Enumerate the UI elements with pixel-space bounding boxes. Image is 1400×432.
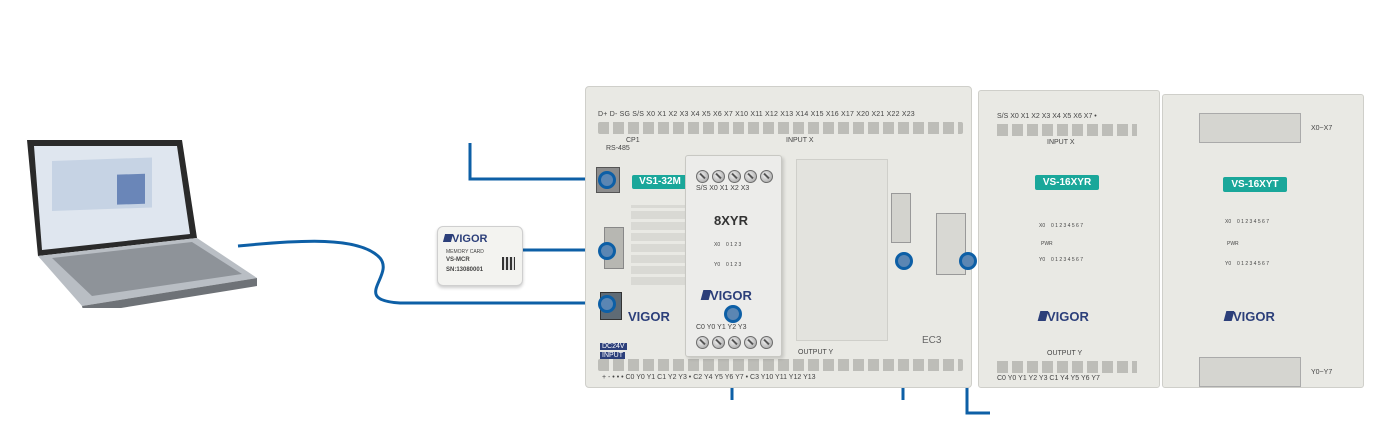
card-8xyr-y-led-label: Y0 [714, 262, 721, 268]
card-8xyr-bottom-screws [696, 336, 773, 349]
module-16xyr: S/S X0 X1 X2 X3 X4 X5 X6 X7 • INPUT X VS… [978, 90, 1160, 388]
module-16xyt-x-led-label: X0 [1225, 219, 1232, 225]
plc-output-label: OUTPUT Y [798, 349, 834, 356]
programming-cable [237, 239, 606, 305]
module-16xyt-y-led-label: Y0 [1225, 261, 1232, 267]
programming-port-callout-dot [598, 295, 616, 313]
card-8xyr: S/S X0 X1 X2 X3 8XYR X0 0 1 2 3 Y0 0 1 2… [685, 155, 782, 357]
card-8xyr-terminals: S/S X0 X1 X2 X3 [696, 185, 750, 192]
module-16xyt-led-nums-x: 0 1 2 3 4 5 6 7 [1237, 219, 1269, 225]
plc-input-label: INPUT X [786, 137, 814, 144]
laptop-icon [27, 140, 257, 314]
plc-dc24v-label: DC24V [600, 343, 627, 350]
plc-brand: VIGOR [628, 309, 670, 324]
memory-card: VIGOR MEMORY CARD VS-MCR SN:13080001 [437, 226, 523, 286]
memory-card-serial: SN:13080001 [446, 267, 484, 273]
card-8xyr-title: 8XYR [714, 213, 748, 228]
module-16xyt-top-connector[interactable] [1199, 113, 1301, 143]
expansion-connector[interactable] [891, 193, 911, 243]
card-8xyr-x-led-label: X0 [714, 242, 721, 248]
plc-side-code: EC3 [922, 335, 942, 346]
memory-slot-callout-dot [598, 242, 616, 260]
card-8xyr-led-nums-y: 0 1 2 3 [726, 262, 742, 268]
module-16xyr-brand: VIGOR [1047, 309, 1089, 324]
plc-top-screw-row [598, 122, 963, 134]
memory-card-model: VS-MCR [446, 257, 470, 263]
card-8xyr-led-nums-x: 0 1 2 3 [726, 242, 742, 248]
module-16xyr-top-screw-row [997, 124, 1137, 136]
module-16xyt-badge: VS-16XYT [1223, 177, 1287, 192]
plc-led-panel [631, 205, 691, 285]
module-16xyr-pwr-label: PWR [1041, 241, 1053, 247]
plc-top-terminal-labels: D+ D- SG S/S X0 X1 X2 X3 X4 X5 X6 X7 X10… [598, 111, 915, 118]
module-16xyt-bottom-connector[interactable] [1199, 357, 1301, 387]
module-16xyr-y-led-label: Y0 [1039, 257, 1046, 263]
card-8xyr-out-terminals: C0 Y0 Y1 Y2 Y3 [696, 324, 747, 331]
cp1-callout-dot [598, 171, 616, 189]
module-16xyt-top-conn-label: X0~X7 [1311, 125, 1333, 132]
card-8xyr-brand: VIGOR [710, 288, 752, 303]
memory-card-line1: MEMORY CARD [446, 249, 484, 255]
module-16xyt-bottom-conn-label: Y0~Y7 [1311, 369, 1333, 376]
card-8xyr-callout-dot [724, 305, 742, 323]
plc-model-badge: VS1-32M [632, 175, 688, 189]
cp1-leader [468, 143, 606, 181]
plc-input-power-label: INPUT [600, 352, 625, 359]
module-16xyr-bottom-screw-row [997, 361, 1137, 373]
module-16xyr-led-nums-y: 0 1 2 3 4 5 6 7 [1051, 257, 1083, 263]
qr-code-icon [502, 257, 515, 270]
module-16xyr-led-nums-x: 0 1 2 3 4 5 6 7 [1051, 223, 1083, 229]
module-16xyr-output-label: OUTPUT Y [1047, 350, 1083, 357]
module-16xyt-led-nums-y: 0 1 2 3 4 5 6 7 [1237, 261, 1269, 267]
plc-bottom-screw-row [598, 359, 963, 371]
memory-card-brand: VIGOR [452, 233, 488, 245]
plc-rs485-label: RS-485 [606, 145, 630, 152]
module-16xyr-top-terminals: S/S X0 X1 X2 X3 X4 X5 X6 X7 • [997, 113, 1097, 120]
expansion-port-callout-dot [895, 252, 913, 270]
laptop [22, 138, 262, 314]
module-16xyr-input-label: INPUT X [1047, 139, 1075, 146]
module-16xyt-pwr-label: PWR [1227, 241, 1239, 247]
module-16xyr-x-led-label: X0 [1039, 223, 1046, 229]
module-16xyt: X0~X7 VS-16XYT X0 0 1 2 3 4 5 6 7 PWR Y0… [1162, 94, 1364, 388]
plc-center-cover [796, 159, 888, 341]
plc-cp1-label: CP1 [626, 137, 640, 144]
module-16xyr-badge: VS-16XYR [1035, 175, 1099, 190]
plc-bottom-terminal-labels: + - • • • C0 Y0 Y1 C1 Y2 Y3 • C2 Y4 Y5 Y… [602, 374, 816, 381]
module-16xyt-brand: VIGOR [1233, 309, 1275, 324]
module-16xyr-bottom-terminals: C0 Y0 Y1 Y2 Y3 C1 Y4 Y5 Y6 Y7 [997, 375, 1100, 382]
ec3-slot-callout-dot [959, 252, 977, 270]
card-8xyr-top-screws [696, 170, 773, 183]
